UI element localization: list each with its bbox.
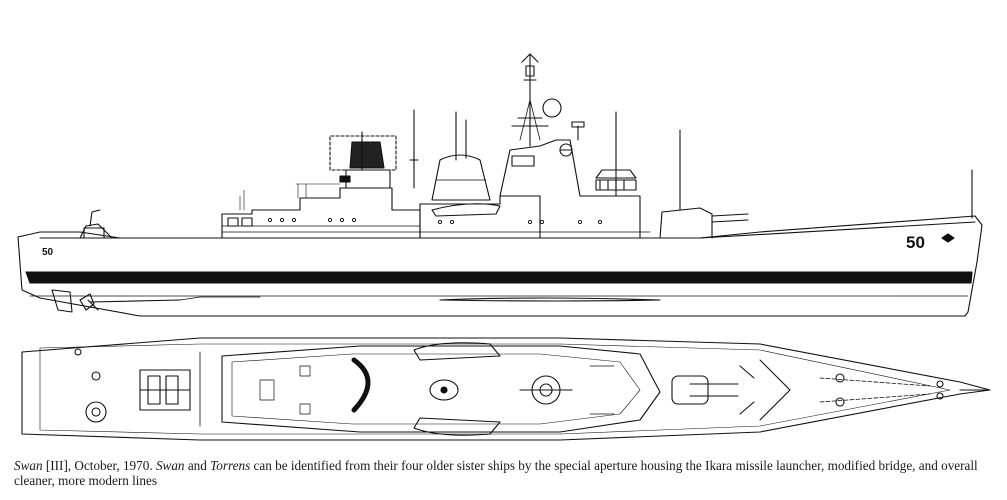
- ship-drawing: 50 50: [17, 53, 991, 441]
- gun-turret-plan: [671, 375, 709, 405]
- caption-name-b: Torrens: [210, 458, 251, 473]
- plan-view: [21, 337, 991, 441]
- porthole-row: [267, 217, 603, 225]
- main-mast: [511, 53, 585, 147]
- breakwater: [759, 359, 791, 421]
- hull-outline: [17, 215, 983, 317]
- bilge-keel: [439, 297, 661, 302]
- midship-block: [419, 195, 541, 239]
- anchor-mark: [941, 233, 955, 243]
- stern-crane: [79, 209, 113, 239]
- ships-boat: [431, 203, 501, 217]
- deck-outline: [21, 337, 991, 441]
- boat-starboard: [413, 417, 501, 436]
- ikara-arc: [351, 357, 371, 413]
- boot-top-stripe: [25, 271, 973, 284]
- stern-hull-number: 50: [42, 247, 54, 258]
- stern-winch-block: [139, 369, 191, 411]
- caption-body: can be identified from their four older …: [14, 458, 978, 488]
- funnel: [431, 154, 491, 201]
- figure-caption: Swan [III], October, 1970. Swan and Torr…: [14, 458, 999, 488]
- capstan-aft: [85, 401, 107, 423]
- rudder: [51, 289, 73, 313]
- caption-and: and: [184, 458, 211, 473]
- forward-gun-turret: [659, 207, 713, 239]
- boat-port: [413, 342, 501, 361]
- caption-ship-name: Swan: [14, 458, 43, 473]
- anchor-chain: [819, 377, 931, 403]
- ikara-launcher: [349, 141, 385, 169]
- caption-date: [III], October, 1970.: [42, 458, 156, 473]
- bridge-structure: [499, 139, 641, 239]
- side-profile-view: 50 50: [17, 53, 983, 317]
- aft-superstructure: [221, 187, 421, 239]
- radar-dome: [542, 98, 562, 118]
- superstructure-plan: [221, 345, 661, 433]
- funnel-top: [429, 379, 459, 401]
- caption-name-a: Swan: [155, 458, 185, 473]
- bow-hull-number: 50: [906, 233, 925, 252]
